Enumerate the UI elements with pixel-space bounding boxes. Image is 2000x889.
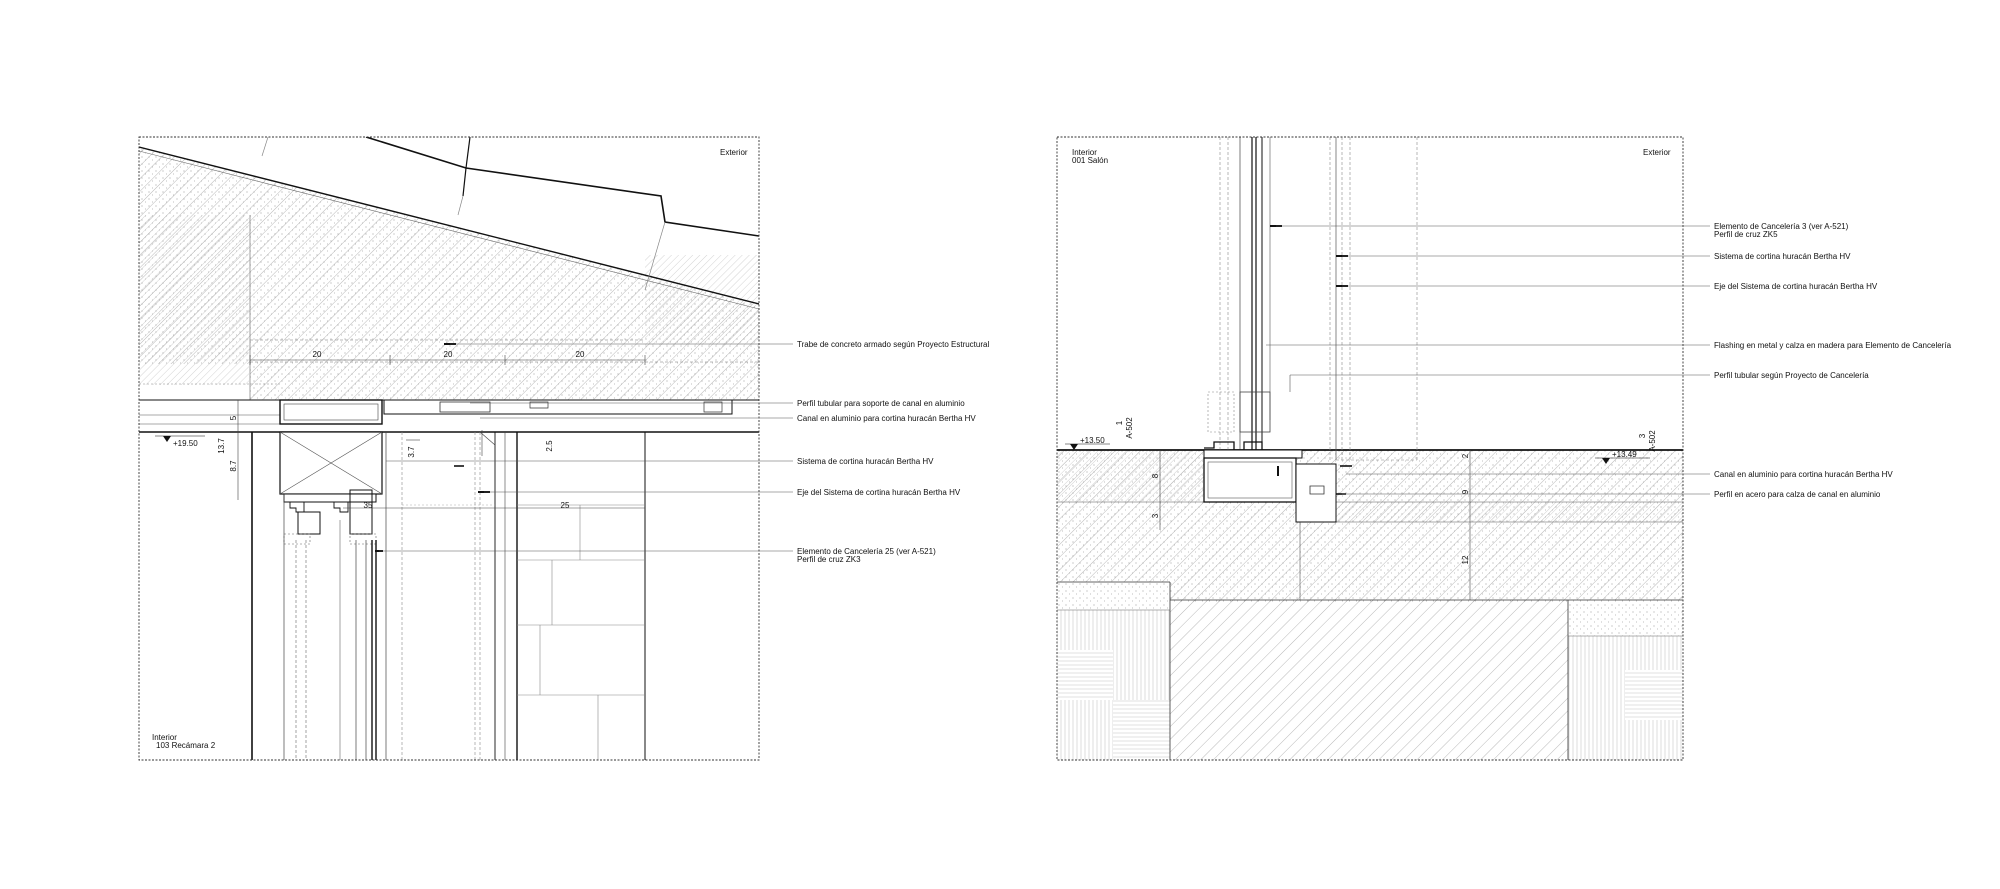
- right-level-marker-left: +13.50 1 A-502: [1065, 417, 1134, 450]
- left-leaders: [379, 343, 793, 552]
- dim-left-8-7: 8.7: [229, 460, 238, 472]
- right-callout-3: Eje del Sistema de cortina huracán Berth…: [1714, 282, 1878, 291]
- left-level-marker: +19.50: [155, 435, 205, 448]
- right-dimensions: 8 3 2 9 12: [1151, 450, 1471, 600]
- right-level-label-right: +13.49: [1612, 450, 1637, 459]
- right-callout-5: Perfil tubular según Proyecto de Cancele…: [1714, 371, 1869, 380]
- right-detail-frame: [1056, 136, 1684, 761]
- left-callout-3: Canal en aluminio para cortina huracán B…: [797, 414, 976, 423]
- right-callout-7: Perfil en acero para calza de canal en a…: [1714, 490, 1881, 499]
- dim-right-8: 8: [1151, 473, 1160, 478]
- right-section-ref-right-num: 3: [1638, 433, 1647, 438]
- dim-left-2-5: 2.5: [545, 440, 554, 452]
- left-callout-6: Elemento de Cancelería 25 (ver A-521): [797, 547, 936, 556]
- right-exterior-label: Exterior: [1643, 148, 1671, 157]
- right-callout-4: Flashing en metal y calza en madera para…: [1714, 341, 1952, 350]
- left-callout-5: Eje del Sistema de cortina huracán Berth…: [797, 488, 961, 497]
- right-level-label-left: +13.50: [1080, 436, 1105, 445]
- left-detail-frame: [138, 136, 760, 761]
- dim-right-3: 3: [1151, 513, 1160, 518]
- right-section-ref-right-sheet: A-502: [1648, 430, 1657, 452]
- dim-left-5: 5: [229, 415, 238, 420]
- right-callout-6: Canal en aluminio para cortina huracán B…: [1714, 470, 1893, 479]
- left-callout-6b: Perfil de cruz ZK3: [797, 555, 861, 564]
- right-detail: 8 3 2 9 12 +13.50 1 A-502 +13.49 3 A-502…: [1056, 136, 1952, 761]
- dim-right-9: 9: [1461, 489, 1470, 494]
- right-interior-label: Interior: [1072, 148, 1097, 157]
- left-exterior-label: Exterior: [720, 148, 748, 157]
- left-room-label: 103 Recámara 2: [156, 741, 216, 750]
- left-dimensions: 20 20 20 5 13.7 8.7 3.7 2.5 35 25: [217, 350, 646, 510]
- left-masonry: [139, 215, 249, 385]
- right-callout-1b: Perfil de cruz ZK5: [1714, 230, 1778, 239]
- dim-left-35: 35: [364, 501, 373, 510]
- dim-right-2: 2: [1461, 453, 1470, 458]
- dim-left-20c: 20: [576, 350, 585, 359]
- left-callout-2: Perfil tubular para soporte de canal en …: [797, 399, 965, 408]
- right-leaders: [1266, 225, 1710, 495]
- right-room-label: 001 Salón: [1072, 156, 1108, 165]
- right-level-marker-right: +13.49 3 A-502: [1595, 430, 1657, 464]
- dim-right-12: 12: [1461, 555, 1470, 564]
- right-callout-2: Sistema de cortina huracán Bertha HV: [1714, 252, 1851, 261]
- left-detail: 20 20 20 5 13.7 8.7 3.7 2.5 35 25 +19.50…: [138, 136, 989, 761]
- left-construction: [139, 137, 759, 760]
- left-interior-label: Interior: [152, 733, 177, 742]
- right-callout-1: Elemento de Cancelería 3 (ver A-521): [1714, 222, 1849, 231]
- right-section-ref-left-sheet: A-502: [1125, 417, 1134, 439]
- dim-left-13-7: 13.7: [217, 438, 226, 454]
- left-callouts: Trabe de concreto armado según Proyecto …: [797, 340, 989, 564]
- left-callout-4: Sistema de cortina huracán Bertha HV: [797, 457, 934, 466]
- left-level-label: +19.50: [173, 439, 198, 448]
- dim-left-20b: 20: [444, 350, 453, 359]
- dim-left-20a: 20: [313, 350, 322, 359]
- dim-left-3-7: 3.7: [407, 446, 416, 458]
- right-callouts: Elemento de Cancelería 3 (ver A-521) Per…: [1714, 222, 1952, 499]
- right-construction: [1057, 137, 1683, 760]
- left-callout-1: Trabe de concreto armado según Proyecto …: [797, 340, 989, 349]
- right-section-ref-left-num: 1: [1115, 420, 1124, 425]
- dim-left-25: 25: [561, 501, 570, 510]
